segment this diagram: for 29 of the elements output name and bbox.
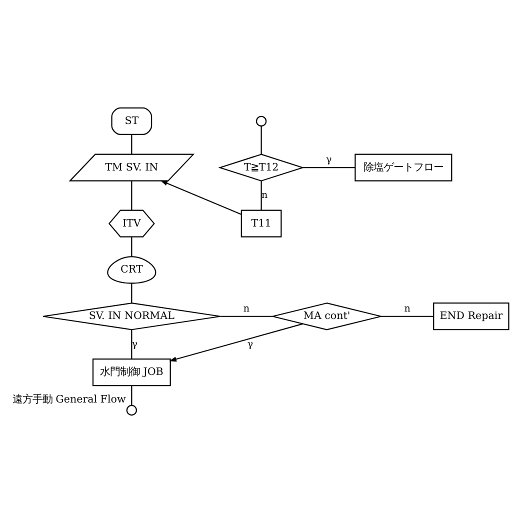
node-label: 遠方手動 General Flow: [12, 393, 126, 406]
node-diamond: MA cont': [272, 302, 382, 330]
arrow: [169, 322, 304, 362]
connector: [131, 282, 132, 302]
arrow: [160, 180, 242, 214]
connector: [131, 134, 132, 154]
node-diamond: T≧T12: [218, 153, 304, 181]
connector: [302, 166, 355, 168]
node-box: END Repair: [433, 302, 510, 330]
node-box: 水門制御 JOB: [92, 358, 171, 386]
connector: [131, 180, 132, 210]
connector: [131, 236, 132, 256]
edge-label: γ: [247, 338, 254, 350]
connector: [260, 126, 262, 154]
edge-label: n: [404, 303, 410, 314]
node-circle: [126, 404, 137, 416]
edge-label: n: [243, 303, 250, 314]
node-circle: [256, 115, 267, 126]
edge-label: γ: [132, 338, 138, 350]
edge-label: γ: [326, 154, 332, 166]
connector: [260, 180, 262, 210]
node-box: ST: [111, 106, 152, 135]
connector: [220, 315, 273, 316]
connector: [131, 329, 132, 359]
connector: [131, 385, 132, 405]
node-box: T11: [240, 209, 282, 237]
connector: [381, 315, 434, 316]
node-diamond: SV. IN NORMAL: [42, 302, 221, 330]
node-box: 除塩ゲートフロー: [354, 153, 452, 181]
